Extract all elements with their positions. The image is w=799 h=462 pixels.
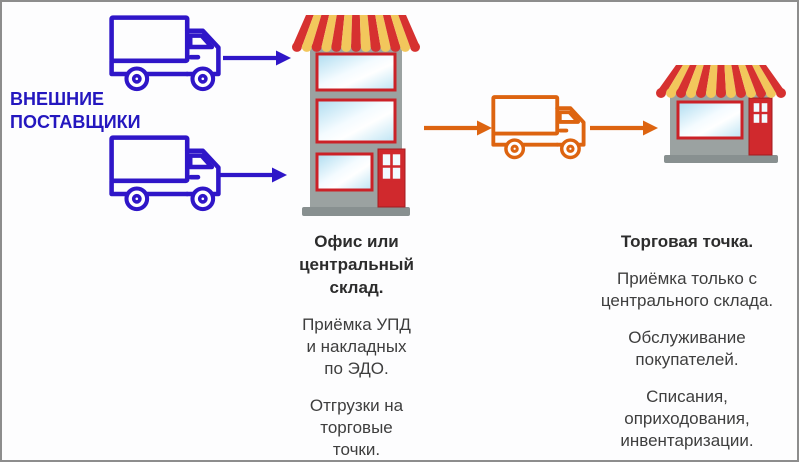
striped-awning — [656, 65, 786, 98]
warehouse-paragraph: Отгрузки на торговые точки. — [309, 396, 404, 459]
retail-store-icon — [656, 65, 786, 163]
striped-awning — [292, 15, 420, 52]
supplier-flow-arrow-1 — [222, 49, 292, 72]
warehouse-paragraph: Приёмка УПД и накладных по ЭДО. — [302, 315, 411, 378]
distribution-truck-icon — [490, 94, 592, 165]
warehouse-description: Офис или центральный склад. Приёмка УПД … — [254, 230, 459, 460]
warehouse-building-icon — [292, 15, 420, 216]
delivery-truck-icon — [109, 15, 221, 92]
arrow-right-icon — [223, 50, 291, 66]
store-window — [676, 100, 744, 140]
warehouse-windows — [315, 52, 397, 192]
central-warehouse-icon — [290, 10, 422, 220]
retail-store-icon — [656, 62, 786, 168]
arrow-right-icon — [590, 120, 658, 136]
store-paragraph: Списания, оприходования, инвентаризации. — [620, 387, 754, 450]
arrow-right-icon — [424, 120, 492, 136]
store-paragraph: Обслуживание покупателей. — [628, 328, 746, 369]
store-title: Торговая точка. — [620, 232, 754, 251]
store-description: Торговая точка. Приёмка только с централ… — [576, 230, 797, 460]
external-suppliers-label: ВНЕШНИЕ ПОСТАВЩИКИ — [10, 89, 141, 132]
distribution-flow-arrow-1 — [423, 119, 493, 142]
warehouse-title: Офис или центральный склад. — [299, 232, 414, 297]
supplier-truck-icon-2 — [108, 134, 228, 218]
arrow-right-icon — [219, 167, 287, 183]
warehouse-door — [377, 148, 406, 208]
store-door — [748, 97, 773, 156]
distribution-flow-arrow-2 — [589, 119, 659, 142]
supplier-flow-arrow-2 — [218, 166, 288, 189]
delivery-truck-icon — [109, 135, 221, 212]
supplier-truck-icon-1 — [108, 14, 228, 98]
delivery-truck-icon — [491, 95, 586, 160]
store-paragraph: Приёмка только с центрального склада. — [600, 269, 774, 310]
